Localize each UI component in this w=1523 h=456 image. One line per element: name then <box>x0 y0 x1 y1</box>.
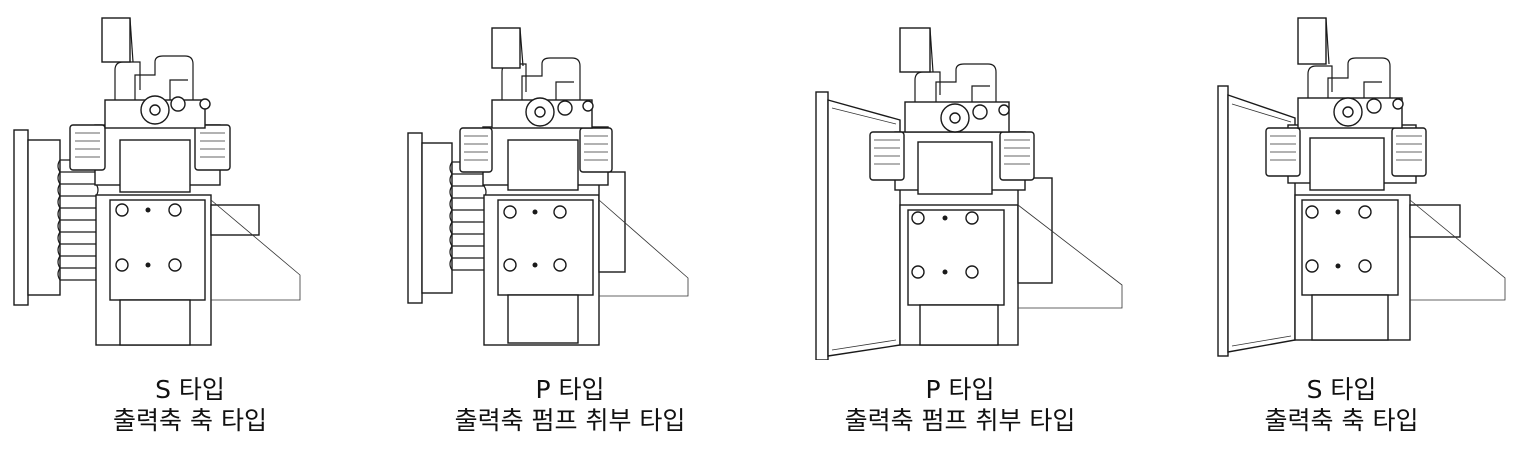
panel-p-type-pump-housing: P 타입 출력축 펌프 취부 타입 <box>760 0 1160 456</box>
pto-drawing-s-type-shaft-housing <box>1217 17 1506 357</box>
type-label: P 타입 <box>535 375 605 404</box>
panel-caption: S 타입 출력축 축 타입 <box>0 374 380 436</box>
panel-s-type-shaft: S 타입 출력축 축 타입 <box>0 0 380 456</box>
type-label: P 타입 <box>925 375 995 404</box>
type-description: 출력축 펌프 취부 타입 <box>844 406 1076 435</box>
type-label: S 타입 <box>1306 375 1377 404</box>
panel-p-type-pump-pulley: P 타입 출력축 펌프 취부 타입 <box>380 0 760 456</box>
type-description: 출력축 축 타입 <box>113 406 267 435</box>
pto-drawing-p-type-pump-housing <box>815 27 1123 360</box>
panel-caption: S 타입 출력축 축 타입 <box>1160 374 1523 436</box>
type-description: 출력축 축 타입 <box>1264 406 1419 435</box>
panel-caption: P 타입 출력축 펌프 취부 타입 <box>380 374 760 436</box>
panel-caption: P 타입 출력축 펌프 취부 타입 <box>760 374 1160 436</box>
pto-drawing-s-type-shaft <box>13 17 301 346</box>
pto-drawing-p-type-pump-pulley <box>407 27 689 346</box>
type-label: S 타입 <box>155 375 225 404</box>
panel-s-type-shaft-housing: S 타입 출력축 축 타입 <box>1160 0 1523 456</box>
type-description: 출력축 펌프 취부 타입 <box>454 406 686 435</box>
